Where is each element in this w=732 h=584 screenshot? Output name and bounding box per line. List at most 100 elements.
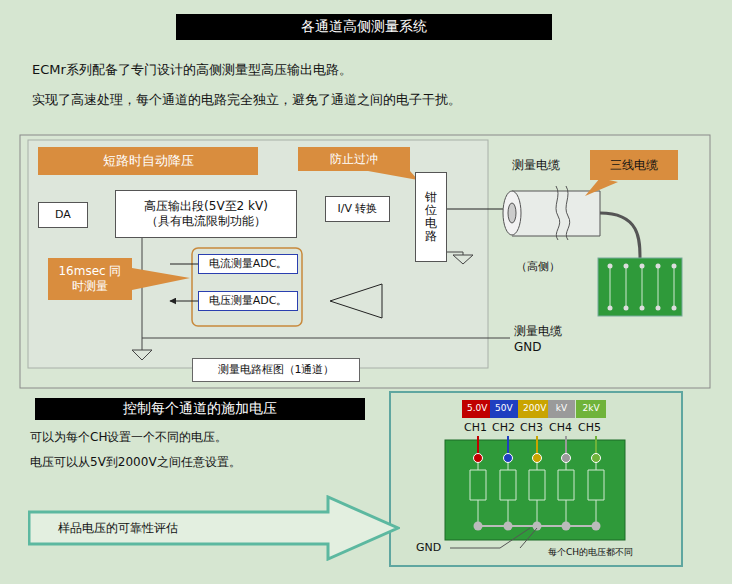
node-text: （具有电流限制功能） [146,214,266,229]
label: ECMr系列配备了专门设计的高侧测量型高压输出电路。 [32,62,352,78]
callout-tail [585,178,618,196]
pad [640,264,645,269]
trace [588,458,604,526]
process-box: DA [38,202,88,228]
node-text: 50V [495,403,513,414]
pad [672,306,677,311]
ground-pad [474,522,483,531]
probe-pad [504,454,513,463]
pad [624,264,629,269]
diagram-frame [20,135,710,388]
amplifier-triangle [330,284,382,318]
node-text: 短路时自动降压 [103,153,194,169]
voltage-tag: 200V [518,400,551,418]
node-text: kV [556,403,567,414]
cable-tail [600,213,640,258]
pad [656,264,661,269]
cable-break [556,186,570,240]
gnd-leader [450,528,530,548]
node-text: 2kV [582,403,599,414]
label: CH5 [578,421,601,434]
cable-end [503,191,521,235]
voltage-tag: 2kV [576,400,606,418]
probe-pad [592,454,601,463]
voltage-tag: 5.0V [462,400,492,418]
label: 测量电缆 [514,324,562,338]
node-text: 高压输出段(5V至2 kV) [144,199,268,214]
label: 电压可以从5V到2000V之间任意设置。 [30,455,241,469]
trace [558,458,574,526]
label: 实现了高速处理，每个通道的电路完全独立，避免了通道之间的电子干扰。 [32,92,461,108]
label: 测量电缆 [512,158,560,172]
label: CH4 [549,421,572,434]
board-panel [390,392,682,566]
circuit-board [445,440,625,540]
trace [470,458,486,526]
ground-pad [504,522,513,531]
callout: 防止过冲 [298,147,410,171]
pad [656,306,661,311]
ground-pad [562,522,571,531]
ch-leader [520,528,537,548]
title-bar: 各通道高侧测量系统 [176,14,552,40]
label: CH1 [464,421,487,434]
node-text: DA [55,208,71,222]
pad [608,264,613,269]
callout: 三线电缆 [590,150,678,180]
node-text: 三线电缆 [610,158,658,173]
callout-tail [368,171,418,180]
trace [642,266,643,308]
trace [529,458,545,526]
probe-pad [474,454,483,463]
node-text: 防止过冲 [330,152,378,167]
node-text: I/V 转换 [338,202,378,216]
node-text: 200V [523,403,546,414]
process-box: 高压输出段(5V至2 kV)（具有电流限制功能） [115,190,297,238]
node-text: 5.0V [467,403,487,414]
cable-body [512,191,600,236]
title: 各通道高侧测量系统 [301,18,427,36]
label: CH3 [520,421,543,434]
node-text: 钳位电路 [425,191,437,244]
ground-pad [533,522,542,531]
pad [640,306,645,311]
voltage-tag: 50V [490,400,518,418]
trace [658,266,659,308]
label: （高侧） [516,260,560,273]
probe-pad [562,454,571,463]
ground-symbol [132,338,152,360]
arrow-shape: 样品电压的可靠性评估 [28,495,400,561]
label: 可以为每个CH设置一个不同的电压。 [30,430,227,444]
adc-output [170,264,198,301]
trace [500,458,516,526]
process-box: I/V 转换 [325,196,390,222]
clamp-box: 钳位电路 [415,172,447,262]
label: 每个CH的电压都不同 [548,547,633,558]
adc-box: 电压测量ADC。 [198,291,298,311]
callout-tail [132,268,190,290]
label: CH2 [492,421,515,434]
board-channels [470,436,604,531]
node-text: 样品电压的可靠性评估 [58,521,178,536]
node-text: 电流测量ADC。 [209,257,288,271]
voltage-tag: kV [548,400,575,418]
output-wire [447,209,505,210]
section-bar: 控制每个通道的施加电压 [35,398,365,420]
ground-pad [592,522,601,531]
pad [608,306,613,311]
ground-wire [142,238,510,338]
board-traces [608,264,677,311]
cable-core [508,203,516,223]
node-text: 电压测量ADC。 [209,294,288,308]
label: GND [514,340,542,354]
adc-group [192,248,302,326]
sample-board [598,258,682,316]
callout: 短路时自动降压 [38,147,258,175]
node-text: 控制每个通道的施加电压 [123,400,277,418]
trace [674,266,675,308]
circuit-region [28,140,488,368]
callout: 16msec 同时测量 [48,258,132,300]
pad [624,306,629,311]
node-text: 测量电路框图（1通道） [218,363,335,377]
